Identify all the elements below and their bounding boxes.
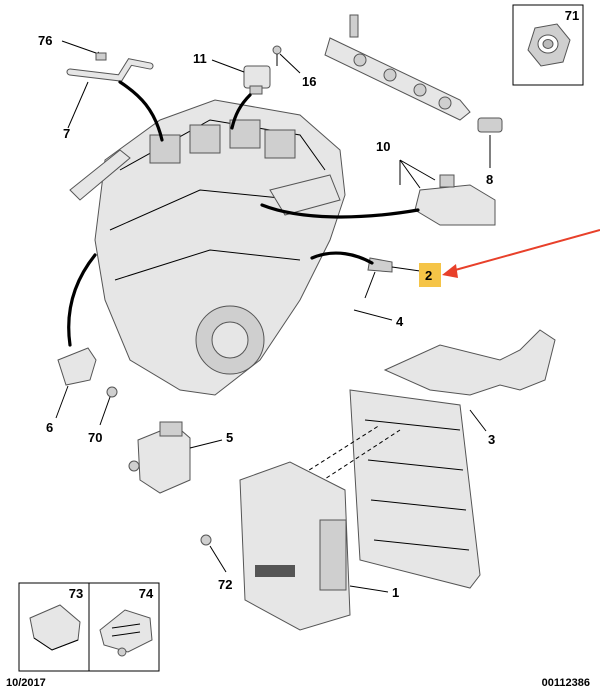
label-71: 71 (565, 8, 579, 23)
label-2-highlight (419, 263, 441, 287)
inset-74[interactable]: 74 (88, 582, 160, 672)
label-6: 6 (46, 420, 53, 435)
part-8-pressure-sensor[interactable]: 8 (477, 117, 503, 187)
part-7-pipe-bracket[interactable]: 7 (63, 58, 154, 141)
label-5: 5 (226, 430, 233, 445)
pointer-arrow (442, 229, 600, 278)
part-2-sensor[interactable]: 2 (364, 257, 441, 299)
clip-74-icon (99, 609, 153, 657)
part-6-crank-sensor[interactable]: 6 (46, 347, 97, 435)
part-3-bracket[interactable]: 3 (349, 329, 556, 589)
label-73: 73 (69, 586, 83, 601)
part-76-bolt[interactable]: 76 (38, 33, 107, 61)
label-8: 8 (486, 172, 493, 187)
harness-6 (67, 253, 97, 347)
part-10-airflow-sensor[interactable]: 10 (376, 139, 496, 226)
label-4: 4 (396, 314, 404, 329)
label-72: 72 (218, 577, 232, 592)
label-70: 70 (88, 430, 102, 445)
harness-7 (118, 80, 164, 142)
part-70-screw[interactable]: 70 (88, 386, 118, 445)
date-code: 10/2017 (6, 677, 46, 689)
label-11: 11 (193, 51, 207, 66)
harness-2 (310, 251, 374, 265)
label-16: 16 (302, 74, 316, 89)
label-3: 3 (488, 432, 495, 447)
part-1-ecu[interactable]: 1 (239, 461, 399, 631)
label-74: 74 (139, 586, 154, 601)
label-10: 10 (376, 139, 390, 154)
part-11-sensor[interactable]: 11 (193, 51, 271, 95)
part-16-screw[interactable]: 16 (272, 45, 316, 89)
fuel-rail (324, 14, 471, 121)
label-76: 76 (38, 33, 52, 48)
harness-11 (230, 93, 252, 130)
label-2: 2 (425, 268, 432, 283)
inset-73[interactable]: 73 (18, 582, 90, 672)
part-72-screw[interactable]: 72 (200, 534, 232, 592)
harness-10 (260, 203, 420, 219)
engine-block (69, 99, 346, 396)
label-7: 7 (63, 126, 70, 141)
nut-icon (527, 23, 571, 67)
reference-code: 00112386 (541, 677, 590, 689)
part-4-sensor-tip[interactable]: 4 (353, 309, 404, 329)
part-5-module[interactable]: 5 (128, 421, 233, 494)
clip-73-icon (29, 604, 81, 651)
label-1: 1 (392, 585, 399, 600)
inset-71[interactable]: 71 (512, 4, 584, 86)
